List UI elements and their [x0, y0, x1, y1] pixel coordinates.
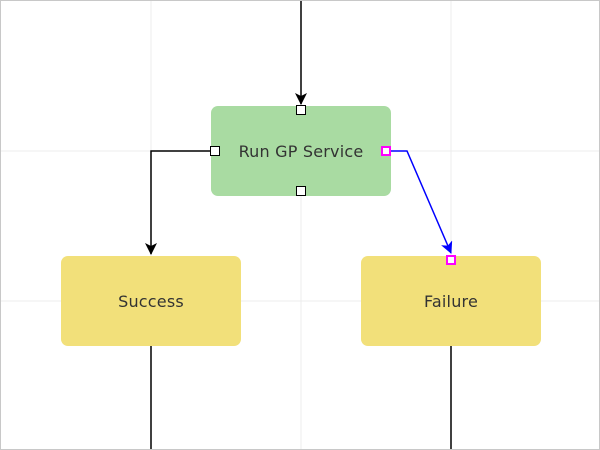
node-failure[interactable]: Failure: [361, 256, 541, 346]
node-run-gp-service[interactable]: Run GP Service: [211, 106, 391, 196]
edge-run-to-success[interactable]: [145, 150, 210, 255]
node-label: Run GP Service: [238, 141, 364, 161]
connection-port-bottom[interactable]: [296, 186, 306, 196]
selected-edge-target-handle[interactable]: [446, 255, 456, 265]
connection-port-left[interactable]: [210, 146, 220, 156]
connection-port-top[interactable]: [296, 105, 306, 115]
selected-edge-source-handle[interactable]: [381, 146, 391, 156]
node-label: Success: [118, 291, 184, 311]
node-label: Failure: [423, 291, 479, 311]
edge-run-to-failure[interactable]: [391, 150, 453, 254]
node-success[interactable]: Success: [61, 256, 241, 346]
